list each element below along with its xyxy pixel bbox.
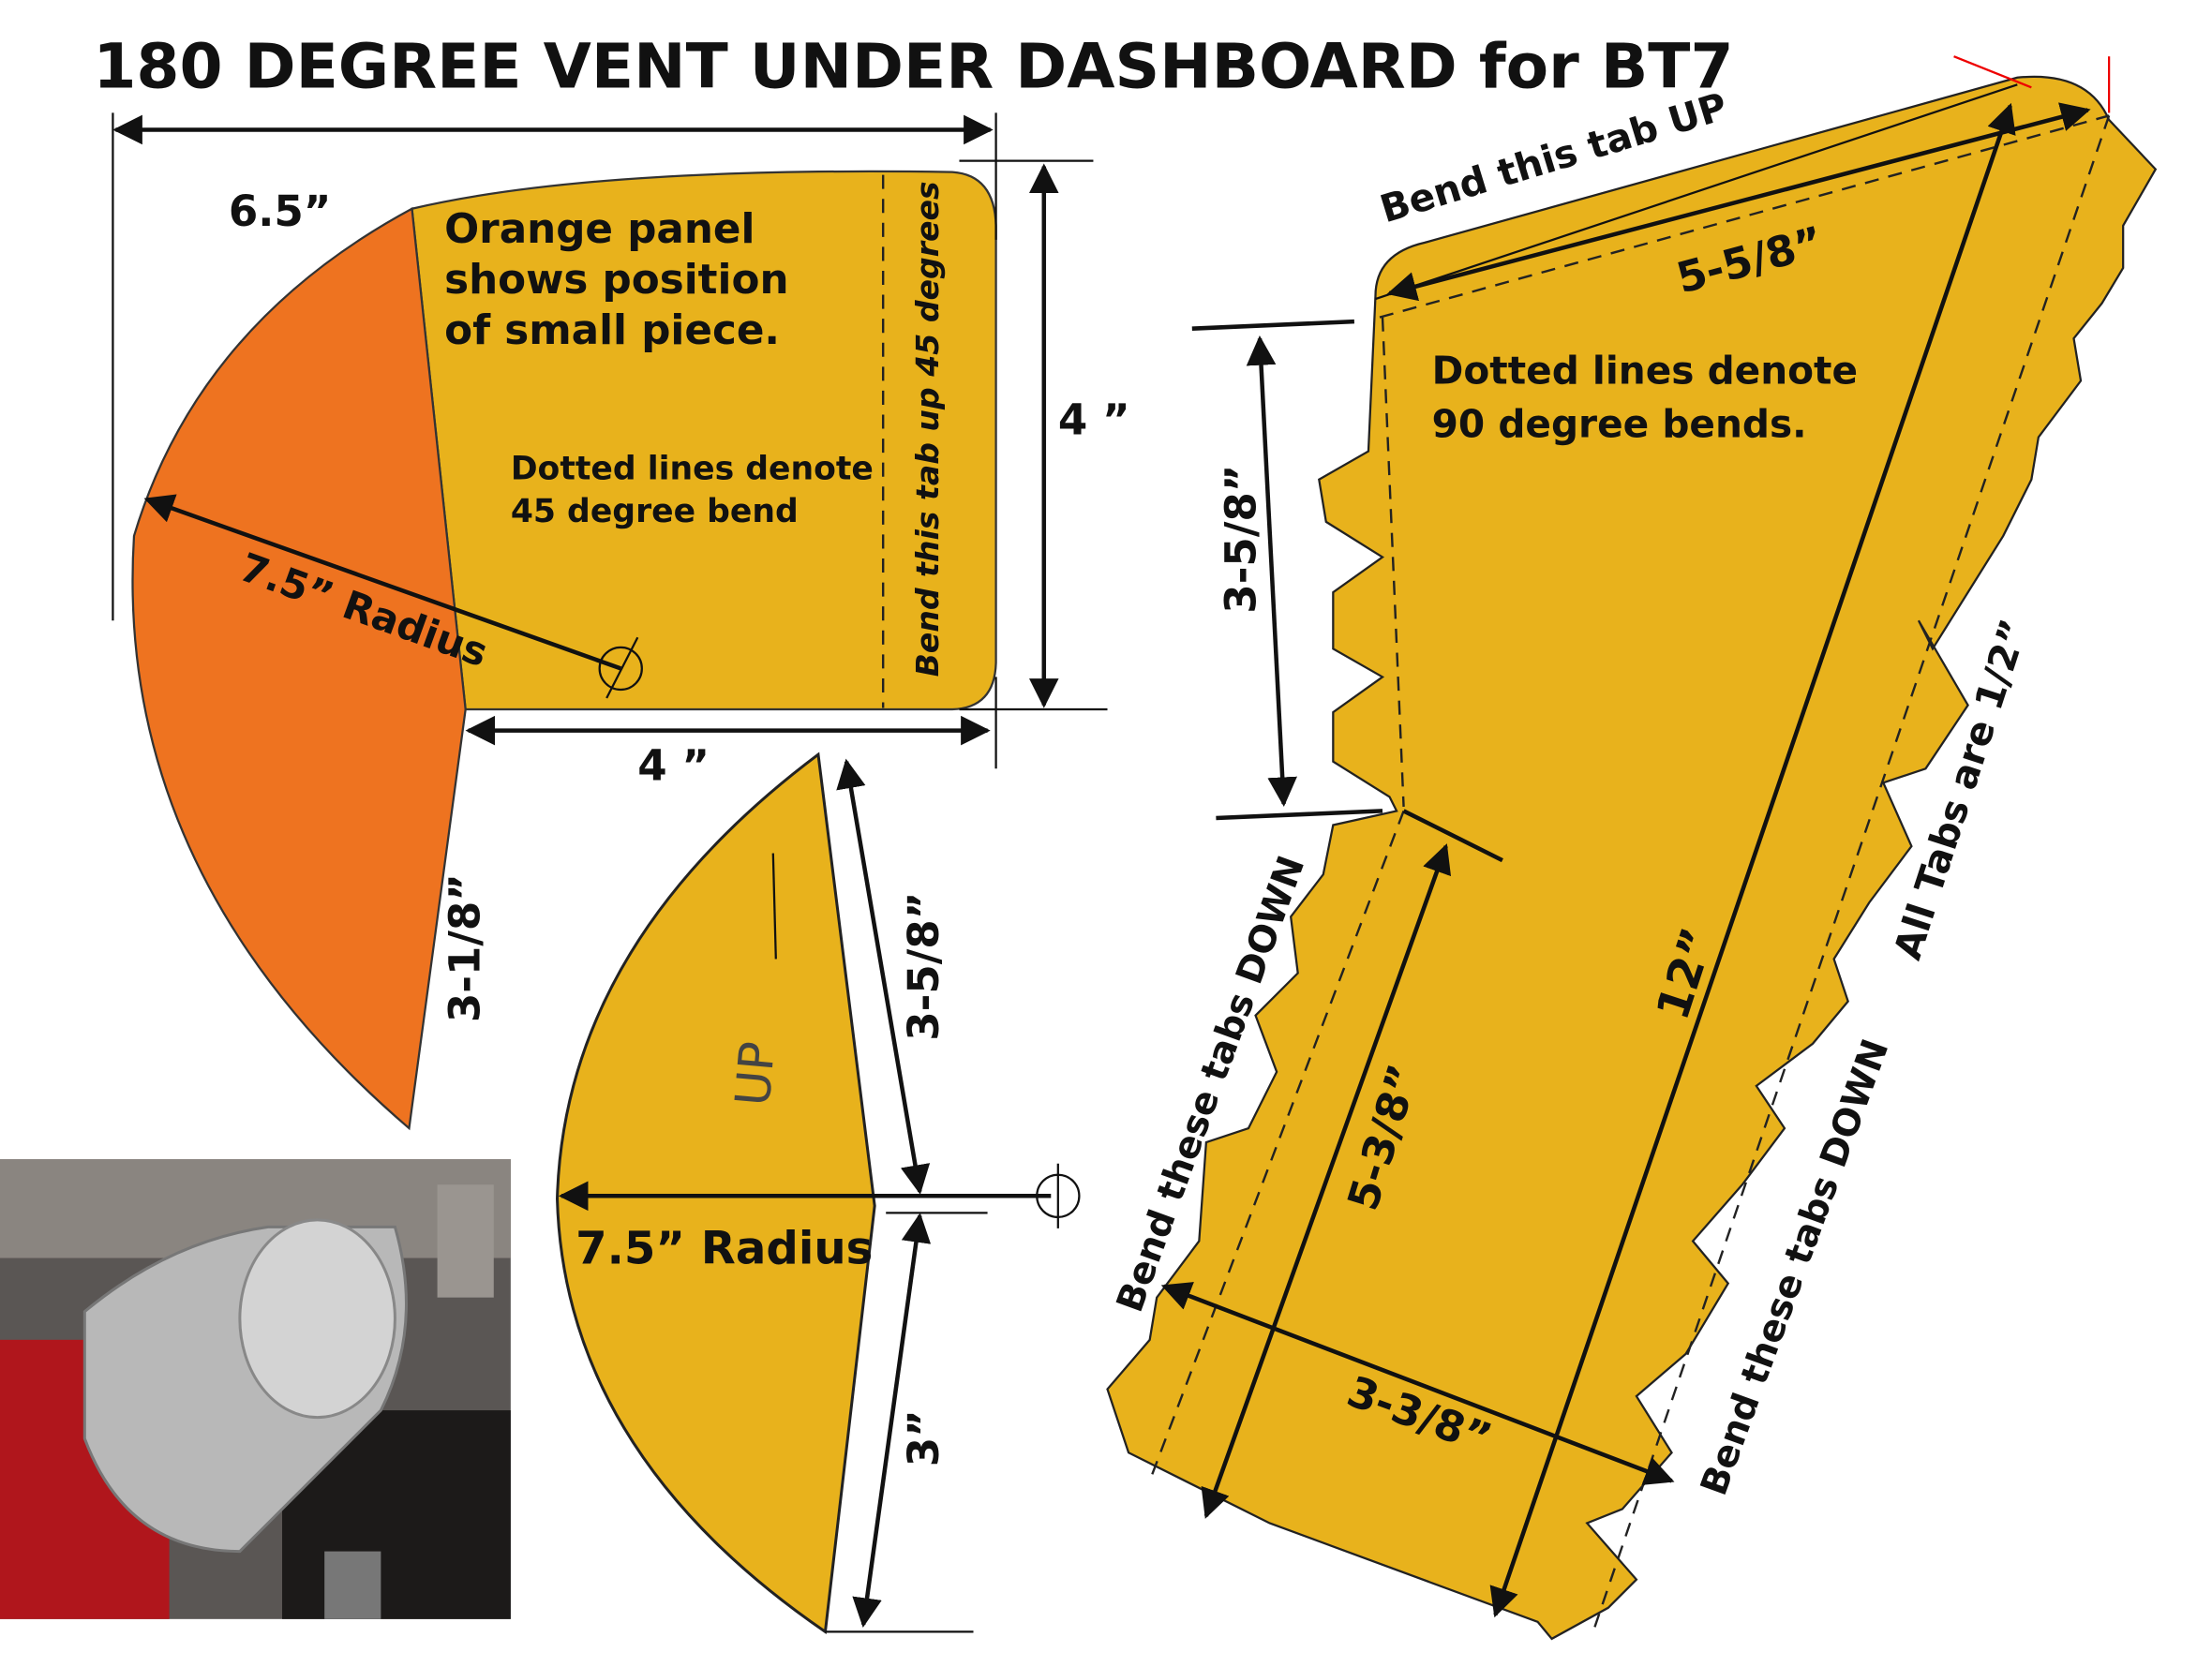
middle-bottom-dim: 3” (899, 1409, 949, 1466)
middle-top-dim: 3-5/8” (899, 892, 949, 1041)
left-panel-yellow (411, 170, 997, 711)
left-bottom-dim: 4 ” (637, 740, 710, 790)
installed-vent-photo (0, 1159, 511, 1619)
left-height-dim: 4 ” (1058, 395, 1130, 445)
left-tab-note: Bend this tab up 45 degrees (909, 181, 946, 677)
diagram-title: 180 DEGREE VENT UNDER DASHBOARD for BT7 (93, 30, 1733, 102)
left-note: Orange panel shows position of small pie… (444, 205, 803, 354)
left-width-dim: 6.5” (229, 186, 332, 236)
left-panel (131, 170, 997, 1131)
middle-piece (556, 752, 876, 1635)
right-left-dim: 3-5/8” (1217, 465, 1266, 614)
middle-handwritten-up: UP (725, 1039, 786, 1108)
right-piece (1106, 75, 2158, 1641)
left-panel-orange (131, 206, 467, 1131)
middle-radius-label: 7.5” Radius (575, 1223, 873, 1275)
left-bend-note: Dotted lines denote 45 degree bend (511, 451, 885, 530)
left-side-dim: 3-1/8” (441, 873, 490, 1022)
